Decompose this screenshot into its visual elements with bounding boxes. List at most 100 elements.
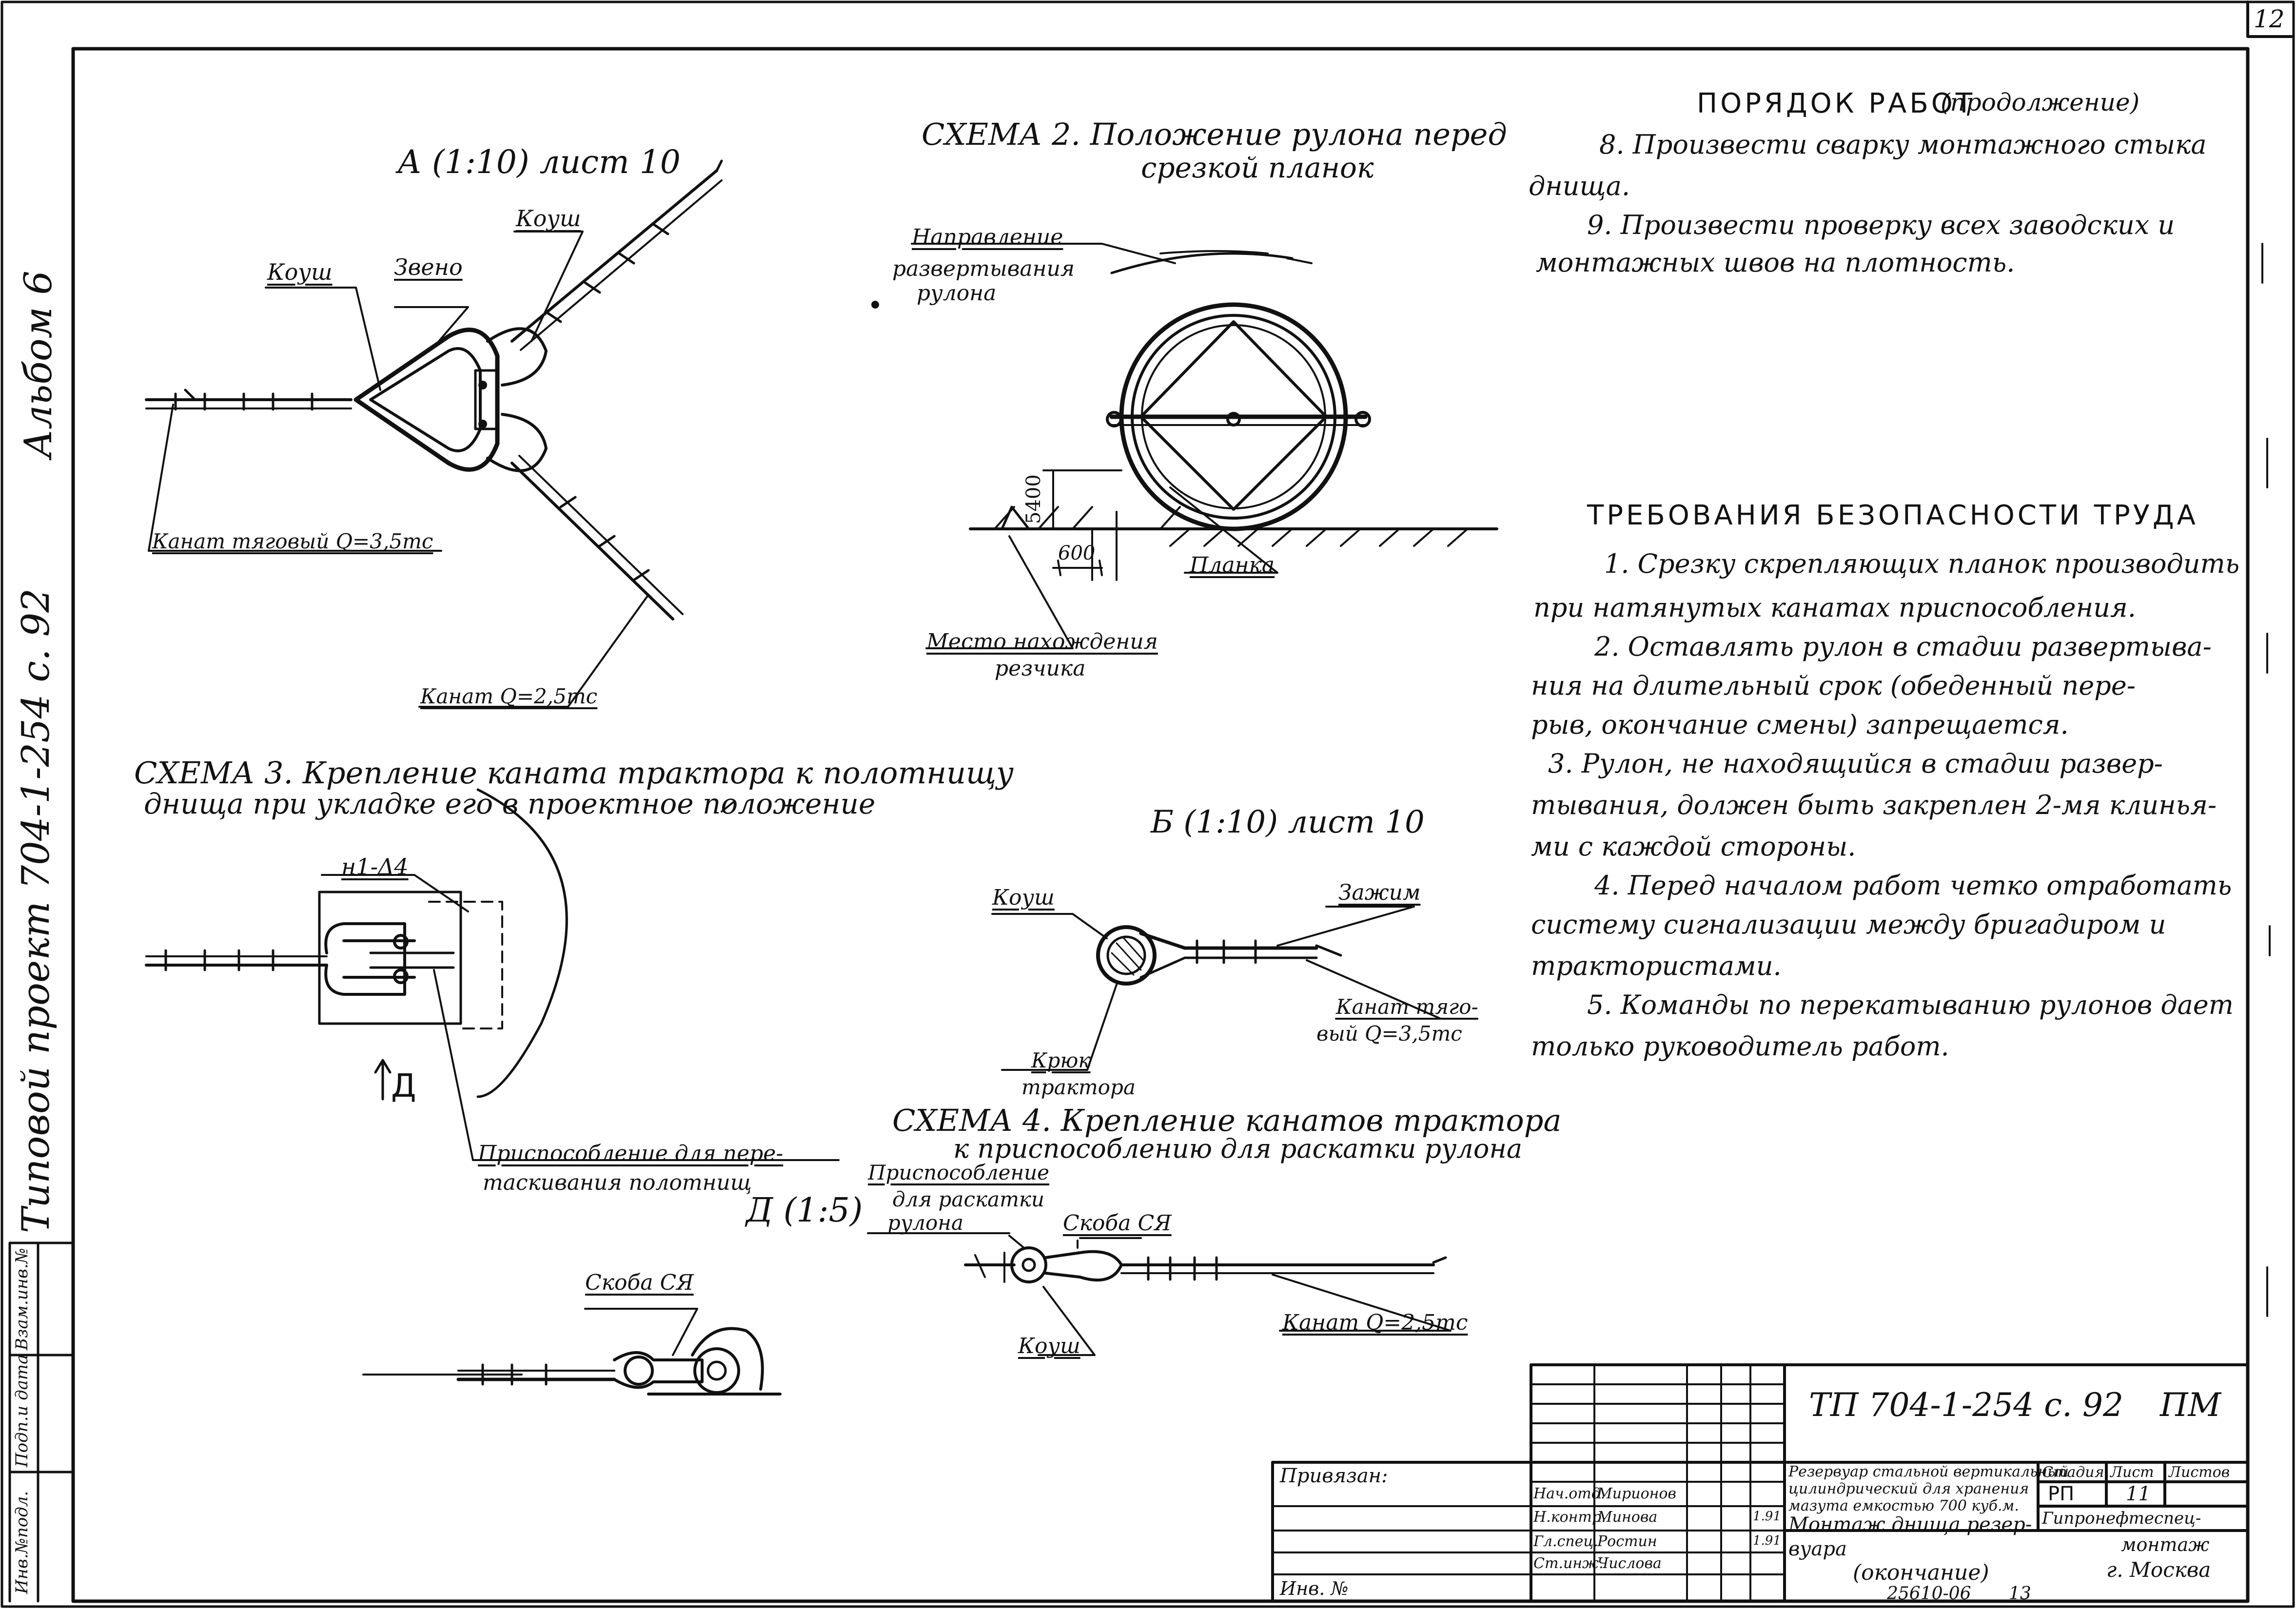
safety-line-8: ми с каждой стороны. xyxy=(1531,831,1856,862)
scheme-3-title-line2: днища при укладке его в проектное положе… xyxy=(144,787,876,820)
col-sheet-head: Лист xyxy=(2110,1464,2154,1481)
procedure-line-2: днища. xyxy=(1529,171,1630,201)
scheme-2-dim-width: 600 xyxy=(1058,542,1096,564)
view-a-title: А (1:10) лист 10 xyxy=(397,143,681,181)
scheme-2-dim-height: 5400 xyxy=(1022,474,1045,524)
org-1: Гипронефтеспец- xyxy=(2042,1509,2201,1528)
title-block-grid xyxy=(1272,1364,1786,1602)
view-b-drawing xyxy=(991,906,1442,1071)
scheme-3-drawing xyxy=(145,788,840,1161)
view-b-hook-2: трактора xyxy=(1021,1075,1136,1099)
scheme-2-direction-3: рулона xyxy=(917,281,997,306)
scheme-2-direction-1: Направление xyxy=(912,225,1063,250)
person-role-1: Нач.отд. xyxy=(1533,1485,1606,1502)
view-a-drawing xyxy=(145,159,723,708)
sheet-number: 12 xyxy=(2254,5,2285,33)
scheme-4-device-1: Приспособление xyxy=(868,1161,1050,1184)
view-a-zveno: Звено xyxy=(394,254,463,280)
scheme-4-title-line2: к приспособлению для раскатки рулона xyxy=(953,1133,1523,1164)
view-b-title: Б (1:10) лист 10 xyxy=(1151,804,1425,840)
view-d-drawing xyxy=(362,1308,782,1396)
description-2: цилиндрический для хранения xyxy=(1788,1480,2029,1497)
scheme-3-view-mark: Д xyxy=(391,1067,416,1105)
safety-line-1: 1. Срезку скрепляющих планок производить xyxy=(1604,548,2240,579)
scheme-2-direction-2: развертывания xyxy=(892,256,1075,281)
view-b-rope-1: Канат тяго- xyxy=(1336,995,1478,1019)
scheme-4-rope: Канат Q=2,5тс xyxy=(1282,1310,1468,1335)
person-date-3: 1.91 xyxy=(1753,1533,1781,1548)
scheme-3-device-1: Приспособление для пере- xyxy=(478,1141,784,1166)
scheme-4-device-2: для раскатки xyxy=(892,1187,1045,1211)
view-b-hook-1: Крюк xyxy=(1031,1048,1091,1072)
inner-frame xyxy=(71,47,2250,1603)
org-2: монтаж xyxy=(2121,1534,2210,1555)
description-1: Резервуар стальной вертикальный xyxy=(1788,1463,2069,1480)
person-role-3: Гл.спец. xyxy=(1533,1533,1598,1550)
col-sheets-head: Листов xyxy=(2169,1464,2230,1481)
person-name-4: Числова xyxy=(1597,1555,1662,1572)
scheme-2-cutter-1: Место нахождения xyxy=(926,629,1158,654)
safety-line-13: только руководитель работ. xyxy=(1531,1031,1949,1062)
procedure-line-3: 9. Произвести проверку всех заводских и xyxy=(1587,210,2175,240)
project-label: Типовой проект 704-1-254 с. 92 xyxy=(14,588,58,1233)
scheme-2-planka: Планка xyxy=(1190,553,1275,578)
description-3: мазута емкостью 700 куб.м. xyxy=(1788,1497,2019,1514)
procedure-line-1: 8. Произвести сварку монтажного стыка xyxy=(1599,129,2207,160)
view-d-title: Д (1:5) xyxy=(746,1191,863,1230)
sheet-title-3: (окончание) xyxy=(1853,1560,1989,1585)
view-a-rope-2: Канат Q=2,5тс xyxy=(420,684,598,708)
person-name-3: Ростин xyxy=(1597,1533,1657,1550)
org-3: г. Москва xyxy=(2106,1558,2211,1582)
safety-line-3: 2. Оставлять рулон в стадии развертыва- xyxy=(1594,631,2212,662)
footer-number: 25610-06 xyxy=(1887,1584,1971,1604)
safety-line-5: рыв, окончание смены) запрещается. xyxy=(1531,709,2069,740)
view-d-skoba: Скоба СЯ xyxy=(585,1270,694,1295)
scheme-4-title: СХЕМА 4. Крепление канатов трактора xyxy=(892,1103,1562,1138)
view-a-rope-tow: Канат тяговый Q=3,5тс xyxy=(152,529,433,553)
person-name-2: Минова xyxy=(1597,1509,1658,1526)
person-role-2: Н.контр. xyxy=(1533,1509,1606,1526)
view-b-rope-2: вый Q=3,5тс xyxy=(1316,1022,1462,1046)
stamp-sign: Подп.и дата xyxy=(12,1354,32,1467)
scheme-2-drawing xyxy=(871,243,1498,649)
title-block-lines xyxy=(1271,1363,2249,1603)
procedure-line-4: монтажных швов на плотность. xyxy=(1536,247,2015,278)
scheme-4-skoba: Скоба СЯ xyxy=(1063,1211,1172,1236)
sheet-title-1: Монтаж днища резер- xyxy=(1788,1513,2032,1536)
view-b-koush: Коуш xyxy=(992,885,1055,910)
doc-code: ТП 704-1-254 с. 92 xyxy=(1809,1386,2123,1424)
person-name-1: Мирионов xyxy=(1597,1485,1676,1502)
safety-line-11: трактористами. xyxy=(1531,950,1782,981)
safety-line-9: 4. Перед началом работ четко отработать xyxy=(1594,870,2232,901)
procedure-heading: ПОРЯДОК РАБОТ xyxy=(1697,88,1976,119)
scheme-2-title-line2: срезкой планок xyxy=(1141,151,1374,184)
doc-code-suffix: ПМ xyxy=(2160,1386,2221,1424)
album-label: Альбом 6 xyxy=(17,271,60,458)
scheme-3-weld: н1-Δ4 xyxy=(341,853,409,880)
safety-line-7: тывания, должен быть закреплен 2-мя клин… xyxy=(1531,790,2217,820)
privyazan-label: Привязан: xyxy=(1280,1465,1388,1487)
view-a-koush-left: Коуш xyxy=(267,259,333,285)
view-a-koush-right: Коуш xyxy=(516,205,581,232)
safety-heading: ТРЕБОВАНИЯ БЕЗОПАСНОСТИ ТРУДА xyxy=(1587,500,2198,531)
col-stage-head: Стадия xyxy=(2042,1464,2104,1481)
stamp-inv: Инв.№подл. xyxy=(12,1491,32,1594)
footer-page: 13 xyxy=(2009,1584,2031,1604)
scheme-2-title: СХЕМА 2. Положение рулона перед xyxy=(922,116,1507,152)
inv-label: Инв. № xyxy=(1280,1578,1349,1599)
safety-line-6: 3. Рулон, не находящийся в стадии развер… xyxy=(1548,748,2163,779)
scheme-2-cutter-2: резчика xyxy=(995,656,1086,681)
scheme-4-device-3: рулона xyxy=(887,1211,963,1235)
sheet-title-2: вуара xyxy=(1788,1538,1847,1560)
procedure-note: (продолжение) xyxy=(1941,88,2140,116)
safety-line-4: ния на длительный срок (обеденный пере- xyxy=(1531,670,2136,701)
scheme-4-koush: Коуш xyxy=(1018,1334,1080,1358)
person-role-4: Ст.инж. xyxy=(1533,1555,1604,1572)
scheme-3-device-2: таскивания полотнищ xyxy=(483,1170,752,1195)
stamp-replace: Взам.инв.№ xyxy=(12,1248,32,1350)
safety-line-10: систему сигнализации между бригадиром и xyxy=(1531,909,2166,940)
sheet-value: 11 xyxy=(2126,1483,2151,1505)
view-b-zazhim: Зажим xyxy=(1338,880,1421,905)
safety-line-12: 5. Команды по перекатыванию рулонов дает xyxy=(1587,989,2234,1020)
